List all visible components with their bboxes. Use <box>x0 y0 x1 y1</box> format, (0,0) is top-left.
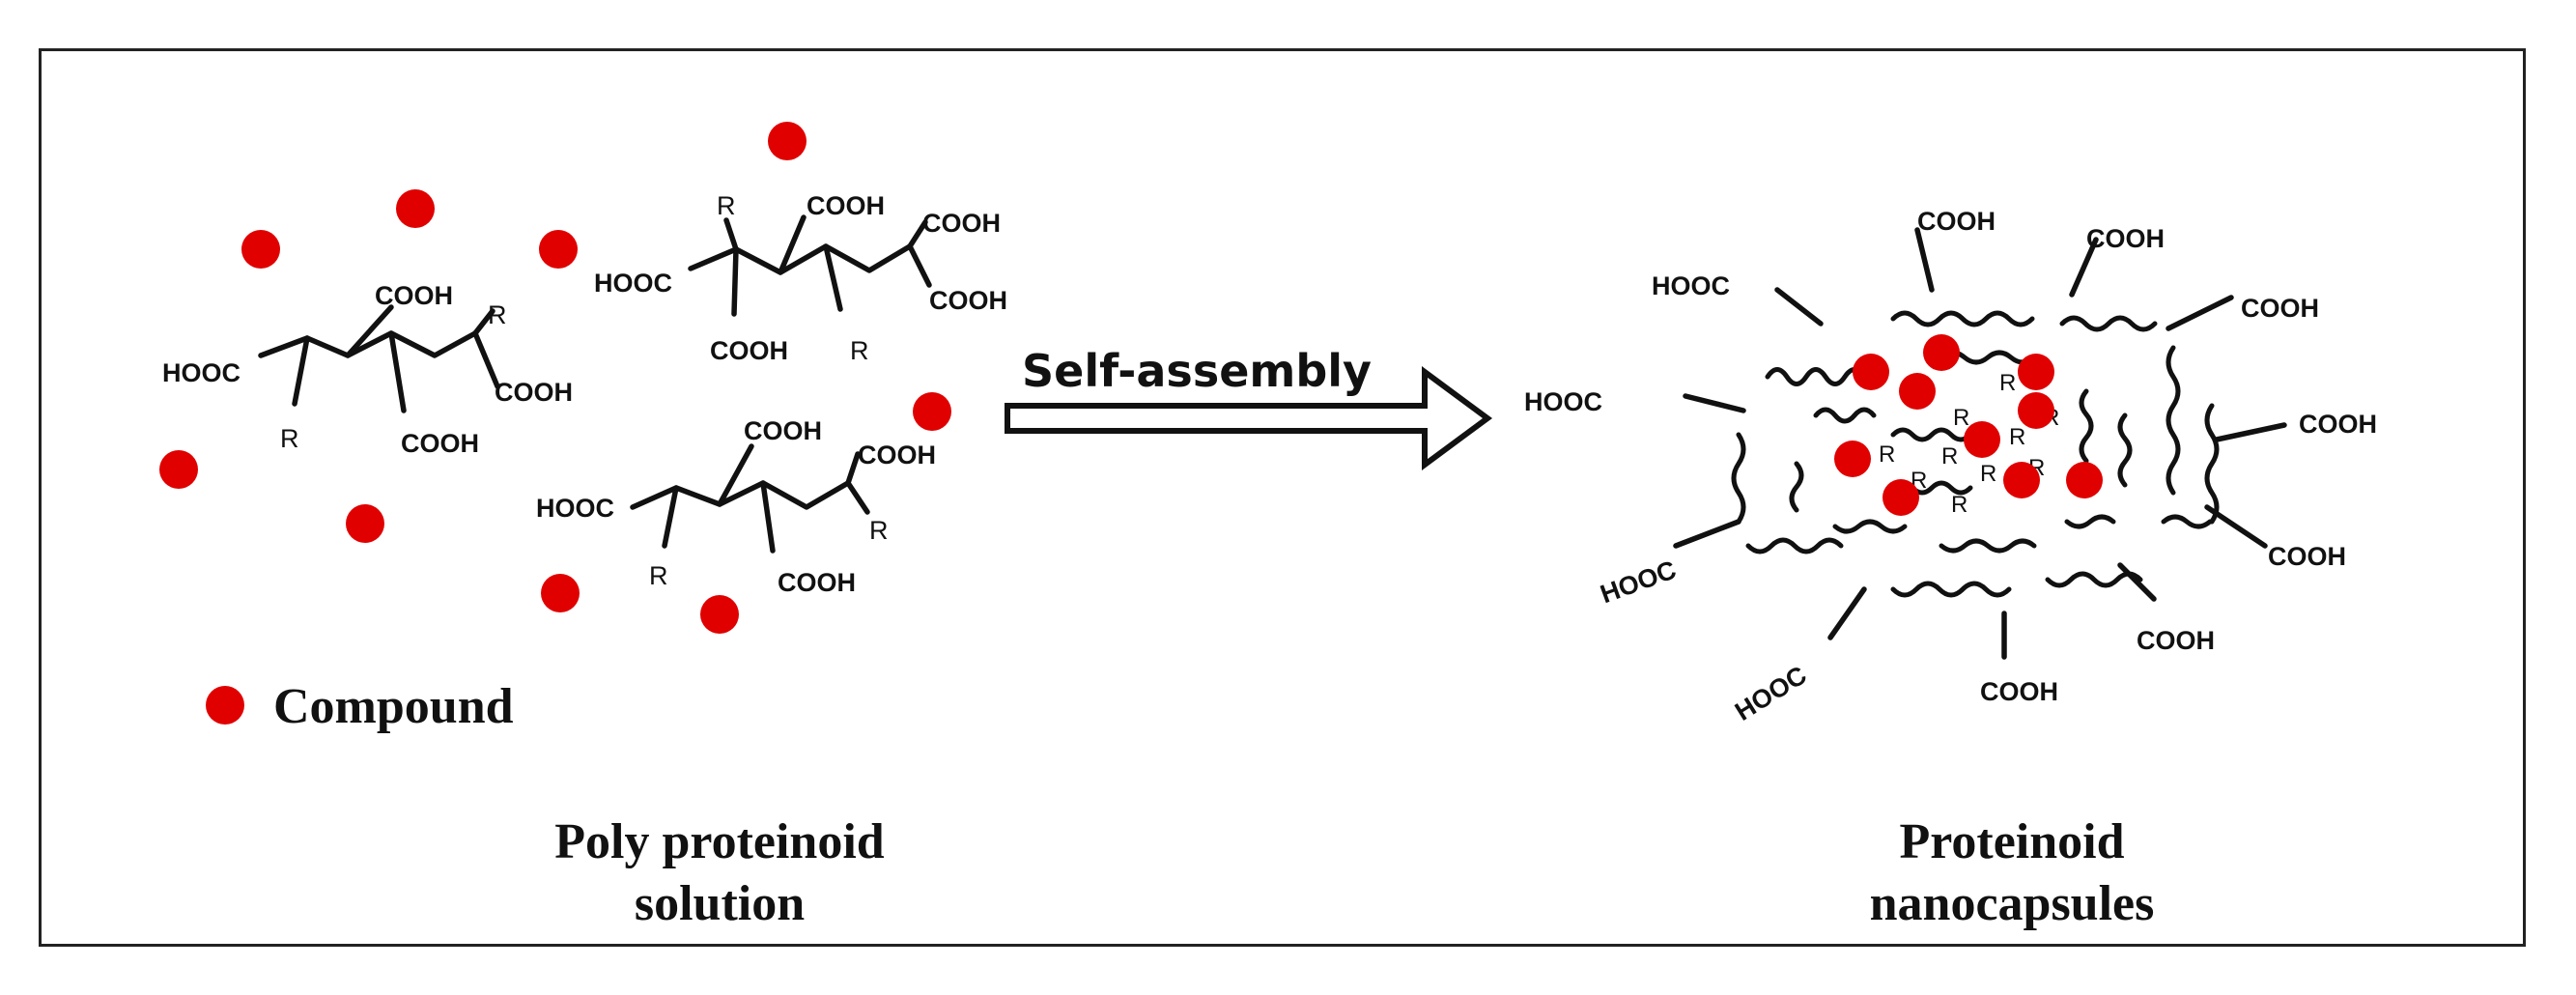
cooh-label: COOH <box>375 281 453 310</box>
legend-label: Compound <box>273 679 514 734</box>
polymer-chain-1: HOOC COOH COOH COOH R R <box>162 281 573 458</box>
polymer-chain-2: HOOC COOH COOH COOH COOH R R <box>594 191 1007 365</box>
compound-dot <box>700 595 739 634</box>
cooh-label: COOH <box>2137 626 2215 655</box>
cooh-label: COOH <box>495 378 573 407</box>
r-label: R <box>488 300 507 329</box>
cooh-label: COOH <box>2268 542 2346 571</box>
r-label: R <box>2009 424 2025 450</box>
legend-compound-dot <box>206 686 244 725</box>
encapsulated-dot <box>1882 479 1919 516</box>
compound-dot <box>241 230 280 269</box>
r-label: R <box>649 561 668 590</box>
encapsulated-dot <box>2066 462 2103 498</box>
free-compound-dots <box>159 122 951 634</box>
r-label: R <box>717 191 736 220</box>
cooh-label: COOH <box>744 416 822 445</box>
encapsulated-dot <box>2003 462 2040 498</box>
cooh-label: COOH <box>2086 224 2165 253</box>
encapsulated-dot <box>2018 354 2054 390</box>
hooc-label: HOOC <box>536 494 614 523</box>
r-label: R <box>1951 492 1967 518</box>
compound-dot <box>539 230 578 269</box>
hooc-label: HOOC <box>162 358 241 387</box>
arrow-label: Self-assembly <box>1022 345 1372 397</box>
encapsulated-dot <box>2018 392 2054 429</box>
hooc-label: HOOC <box>594 269 672 298</box>
encapsulated-dot <box>1899 373 1936 410</box>
encapsulated-dot <box>1964 421 2000 458</box>
cooh-label: COOH <box>922 209 1001 238</box>
nanocapsule: COOH COOH COOH COOH COOH COOH COOH HOOC … <box>1524 207 2377 726</box>
caption-left-line1: Poly proteinoid <box>554 814 884 869</box>
hooc-label: HOOC <box>1597 555 1680 610</box>
caption-right-line1: Proteinoid <box>1899 814 2124 869</box>
figure-frame <box>39 48 2526 947</box>
compound-dot <box>541 574 580 612</box>
r-label: R <box>869 516 889 545</box>
compound-dot <box>159 450 198 489</box>
self-assembly-arrow: Self-assembly <box>1005 345 1493 470</box>
hooc-label: HOOC <box>1652 271 1730 300</box>
hooc-label: HOOC <box>1524 387 1602 416</box>
caption-right-line2: nanocapsules <box>1870 876 2155 931</box>
compound-dot <box>396 189 435 228</box>
compound-dot <box>913 392 951 431</box>
caption-left-line2: solution <box>635 876 805 931</box>
r-label: R <box>850 336 869 365</box>
r-label: R <box>1980 461 1996 487</box>
cooh-label: COOH <box>1980 677 2058 706</box>
cooh-label: COOH <box>778 568 856 597</box>
encapsulated-dot <box>1923 334 1960 371</box>
polymer-chain-3: HOOC COOH COOH COOH R R <box>536 416 936 597</box>
cooh-label: COOH <box>807 191 885 220</box>
encapsulated-dot <box>1834 441 1871 477</box>
cooh-label: COOH <box>401 429 479 458</box>
r-label: R <box>1879 441 1895 468</box>
compound-dot <box>768 122 807 160</box>
cooh-label: COOH <box>2241 294 2319 323</box>
cooh-label: COOH <box>1917 207 1996 236</box>
cooh-label: COOH <box>929 286 1007 315</box>
r-label: R <box>280 424 299 453</box>
r-label: R <box>1953 405 1969 431</box>
cooh-label: COOH <box>710 336 788 365</box>
legend: Compound <box>206 679 514 734</box>
cooh-label: COOH <box>2299 410 2377 439</box>
r-label: R <box>1941 443 1958 469</box>
compound-dot <box>346 504 384 543</box>
encapsulated-dot <box>1853 354 1889 390</box>
r-label: R <box>1999 370 2016 396</box>
hooc-label: HOOC <box>1730 661 1812 726</box>
cooh-label: COOH <box>858 441 936 469</box>
